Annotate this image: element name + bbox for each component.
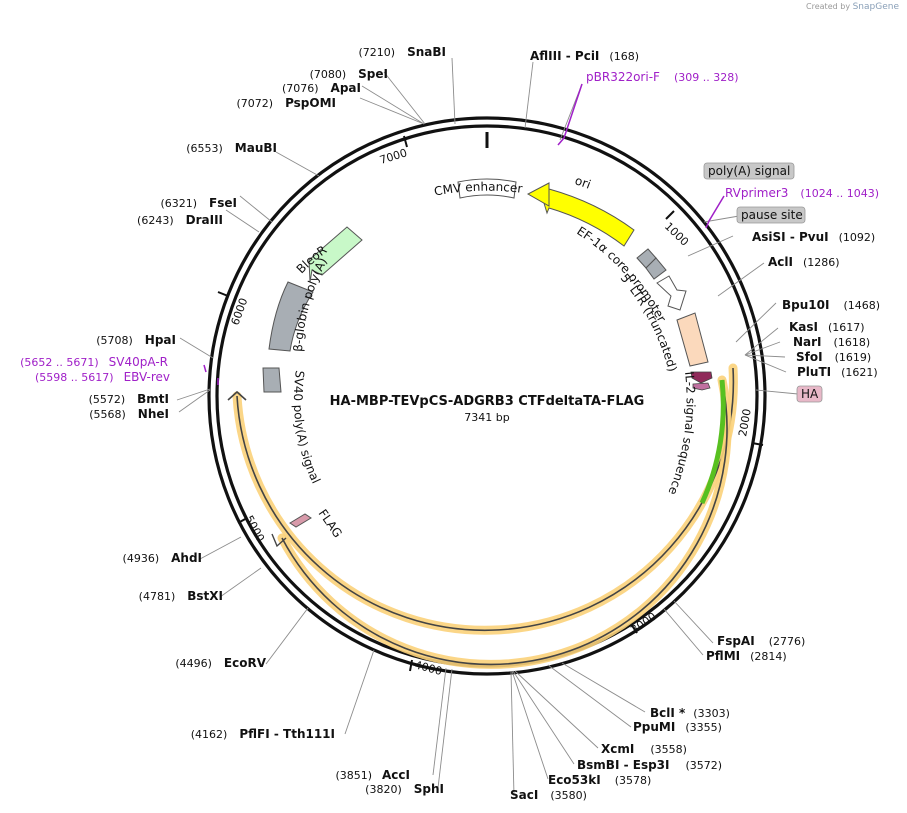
ltr-feature [676, 312, 709, 367]
primer-sv40pa-r: (5652 .. 5671)SV40pA-R [20, 355, 168, 369]
flag-label: FLAG [316, 507, 345, 541]
site-bstxi: (4781)BstXI [139, 589, 223, 603]
boxed-feature-labels: poly(A) signal pause site HA [703, 162, 823, 403]
il2-feature [690, 371, 713, 384]
ori-feature [529, 185, 635, 247]
site-fspai: FspAI(2776) [717, 634, 805, 648]
feature-labels: CMV enhancer ori EF-1α core promoter 5' … [291, 173, 698, 540]
site-afliii-pcii: AflIII - PciI(168) [530, 49, 639, 63]
primer-labels: pBR322ori-F(309 .. 328) RVprimer3(1024 .… [20, 70, 879, 384]
site-acci: (3851)AccI [335, 768, 410, 782]
bleor-feature [308, 226, 363, 283]
tick-label-1000: 1000 [662, 220, 691, 249]
site-ecorv: (4496)EcoRV [175, 656, 266, 670]
cmv-enhancer-label: CMV enhancer [433, 180, 523, 199]
site-pflmi: PflMI(2814) [706, 649, 787, 663]
site-bmti: (5572)BmtI [89, 392, 169, 406]
restriction-sites: AflIII - PciI(168) AsiSI - PvuI(1092) Ac… [89, 45, 880, 802]
orf-arc [227, 363, 738, 669]
features [262, 178, 713, 528]
site-nhei: (5568)NheI [89, 407, 169, 421]
site-ppumi: PpuMI(3355) [633, 720, 722, 734]
site-maubi: (6553)MauBI [186, 141, 277, 155]
site-fsei: (6321)FseI [160, 196, 237, 210]
ha-tag-feature [692, 382, 711, 391]
tick-label-5000: 5000 [242, 513, 267, 544]
pause-site-feature [645, 257, 667, 280]
site-draiii: (6243)DraIII [137, 213, 223, 227]
cmv-enhancer-feature [457, 178, 517, 199]
site-kasi: KasI(1617) [789, 320, 865, 334]
site-snabi: (7210)SnaBI [359, 45, 446, 59]
site-sphi: (3820)SphI [365, 782, 444, 796]
primer-pbr322ori-f: pBR322ori-F(309 .. 328) [586, 70, 739, 84]
box-ha: HA [801, 387, 819, 401]
sv40-label: SV40 poly(A) signal [291, 370, 323, 486]
site-leader-lines [176, 57, 799, 797]
site-saci: SacI(3580) [510, 788, 587, 802]
primer-ebv-rev: (5598 .. 5617)EBV-rev [35, 370, 170, 384]
flag-feature [289, 513, 312, 528]
sv40-polya-feature [262, 367, 282, 393]
site-xcmi: XcmI(3558) [601, 742, 687, 756]
site-hpai: (5708)HpaI [96, 333, 176, 347]
tick-label-7000: 7000 [378, 146, 409, 167]
snapgene-brand: SnapGene [852, 2, 899, 12]
site-acli: AclI(1286) [768, 255, 840, 269]
site-spei: (7080)SpeI [310, 67, 388, 81]
box-pause-site: pause site [741, 208, 803, 222]
site-ahdi: (4936)AhdI [123, 551, 202, 565]
box-polya-signal: poly(A) signal [708, 164, 790, 178]
site-bpu10i: Bpu10I(1468) [782, 298, 880, 312]
tick-label-2000: 2000 [736, 408, 754, 438]
site-nari: NarI(1618) [793, 335, 870, 349]
plasmid-size: 7341 bp [464, 411, 509, 424]
snapgene-credit: Created by SnapGene [806, 2, 899, 12]
site-eco53ki: Eco53kI(3578) [548, 773, 651, 787]
beta-globin-polya-feature [268, 281, 314, 352]
site-psppomi: (7072)PspOMI [236, 96, 336, 110]
tick-label-6000: 6000 [229, 296, 251, 327]
site-pluti: PluTI(1621) [797, 365, 878, 379]
site-bcli: BclI *(3303) [650, 706, 730, 720]
primer-markers [203, 83, 725, 385]
ori-label: ori [573, 173, 593, 191]
credit-prefix: Created by [806, 2, 851, 11]
site-sfoi: SfoI(1619) [796, 350, 871, 364]
il2-label: IL-2 signal sequence [665, 371, 697, 497]
site-asisi-pvui: AsiSI - PvuI(1092) [752, 230, 875, 244]
site-pflfi-tth111i: (4162)PflFI - Tth111I [191, 727, 335, 741]
site-bsmbi-esp3i: BsmBI - Esp3I(3572) [577, 758, 722, 772]
site-apai: (7076)ApaI [282, 81, 361, 95]
primer-rvprimer3: RVprimer3(1024 .. 1043) [725, 186, 879, 200]
plasmid-name: HA-MBP-TEVpCS-ADGRB3 CTFdeltaTA-FLAG [330, 394, 645, 409]
ef1a-promoter-feature [656, 275, 687, 311]
